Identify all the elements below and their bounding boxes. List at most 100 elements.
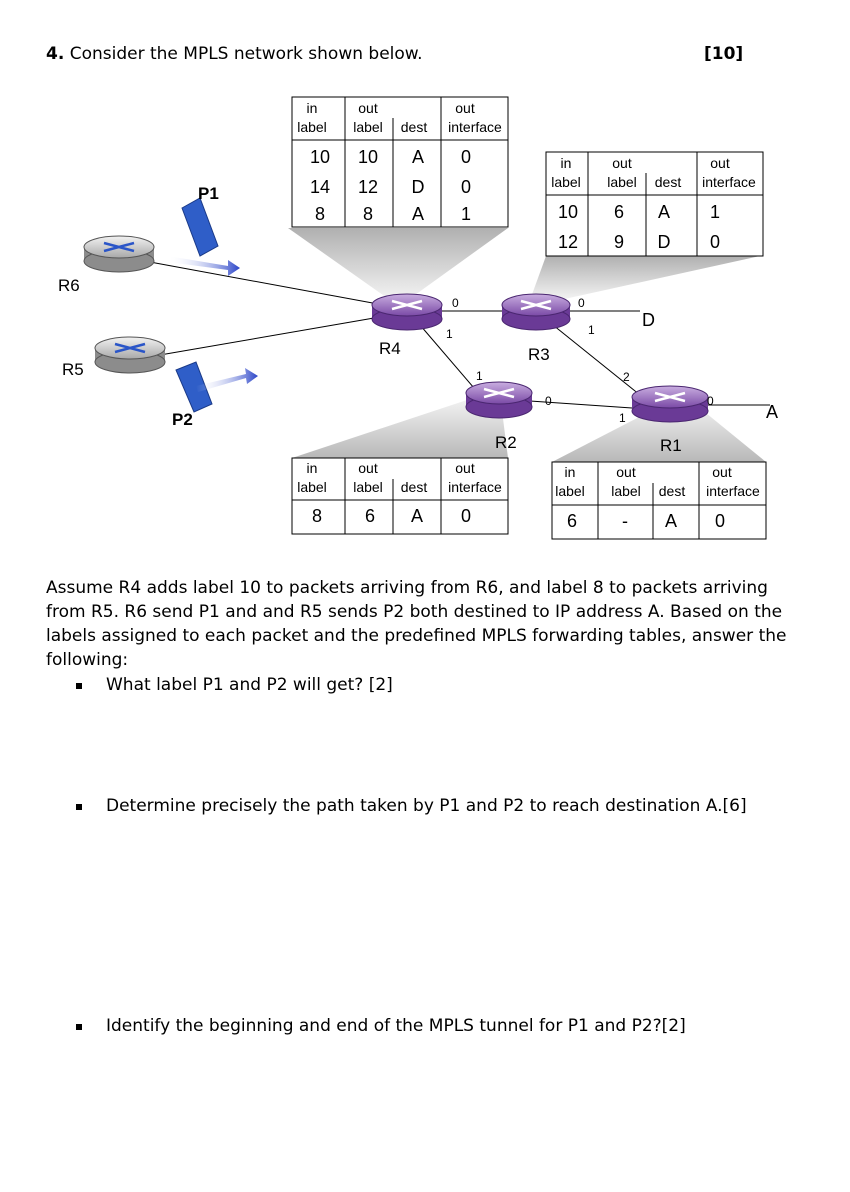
question-marks: [10] (704, 44, 744, 64)
r4-forwarding-table: in label out label dest out interface 10… (291, 96, 509, 228)
r4-row1-out-label: 10 (358, 147, 378, 167)
r3-row2-out-interface: 0 (710, 232, 720, 252)
r2-row1-in-label: 8 (312, 506, 322, 526)
router-r3-icon (501, 293, 571, 331)
r3-interface-0: 0 (578, 296, 585, 310)
r4-row2-in-label: 14 (310, 177, 330, 197)
r4-row1-in-label: 10 (310, 147, 330, 167)
bullet-square-icon (76, 683, 82, 689)
r3-row2-in-label: 12 (558, 232, 578, 252)
r4-interface-1: 1 (446, 327, 453, 341)
bullet-question-3-text: Identify the beginning and end of the MP… (106, 1016, 686, 1036)
r1-header-in-label: label (555, 483, 585, 499)
r4-row2-out-interface: 0 (461, 177, 471, 197)
r2-header-in-label: label (297, 479, 327, 495)
r1-header-in: in (565, 464, 576, 480)
r2-header-out-label-top: out (358, 460, 378, 476)
bullet-question-1-text: What label P1 and P2 will get? [2] (106, 675, 393, 695)
r3-header-in: in (561, 155, 572, 171)
r1-row1-in-label: 6 (567, 511, 577, 531)
r2-row1-dest: A (411, 506, 423, 526)
router-r1-label: R1 (660, 436, 682, 455)
r2-row1-out-label: 6 (365, 506, 375, 526)
r3-header-interface: interface (702, 174, 756, 190)
r1-header-out-label: label (611, 483, 641, 499)
router-r6-icon (83, 235, 155, 273)
router-r2-label: R2 (495, 433, 517, 452)
r4-header-interface: interface (448, 119, 502, 135)
r1-header-out-interface-top: out (712, 464, 732, 480)
router-r2-icon (465, 381, 533, 419)
r4-header-out-interface-top: out (455, 100, 475, 116)
r3-header-in-label: label (551, 174, 581, 190)
r2-forwarding-table: in label out label dest out interface 8 … (291, 457, 509, 535)
r3-row1-dest: A (658, 202, 670, 222)
router-r5-icon (94, 336, 166, 374)
r4-header-out-label-top: out (358, 100, 378, 116)
r3-row2-dest: D (658, 232, 671, 252)
r3-header-out-label-top: out (612, 155, 632, 171)
router-r6-label: R6 (58, 276, 80, 295)
r4-row3-dest: A (412, 204, 424, 224)
r4-table-funnel (288, 228, 508, 300)
r4-header-in-label: label (297, 119, 327, 135)
packet-p2 (175, 361, 258, 413)
question-title: Consider the MPLS network shown below. (69, 44, 423, 64)
r1-table-funnel (552, 400, 766, 462)
packet-p1 (168, 197, 240, 276)
network-links (149, 261, 770, 409)
r3-row1-in-label: 10 (558, 202, 578, 222)
r4-row3-out-interface: 1 (461, 204, 471, 224)
question-paragraph: Assume R4 adds label 10 to packets arriv… (46, 578, 787, 670)
r1-interface-2: 2 (623, 370, 630, 384)
bullet-question-2-text: Determine precisely the path taken by P1… (106, 796, 747, 816)
bullet-square-icon (76, 1024, 82, 1030)
router-r4-icon (371, 293, 443, 331)
r4-header-in: in (307, 100, 318, 116)
r3-interface-1: 1 (588, 323, 595, 337)
r2-header-dest: dest (401, 479, 428, 495)
r1-interface-1: 1 (619, 411, 626, 425)
r4-header-out-label: label (353, 119, 383, 135)
r2-header-out-label: label (353, 479, 383, 495)
r2-header-interface: interface (448, 479, 502, 495)
r4-row2-dest: D (412, 177, 425, 197)
r4-interface-0: 0 (452, 296, 459, 310)
r4-row2-out-label: 12 (358, 177, 378, 197)
r3-header-out-interface-top: out (710, 155, 730, 171)
question-heading: 4. Consider the MPLS network shown below… (46, 44, 423, 64)
r1-row1-dest: A (665, 511, 677, 531)
r1-interface-0: 0 (707, 394, 714, 408)
router-r5-label: R5 (62, 360, 84, 379)
packet-p1-label: P1 (198, 184, 219, 203)
router-r4-label: R4 (379, 339, 401, 358)
router-r3-label: R3 (528, 345, 550, 364)
r4-row1-out-interface: 0 (461, 147, 471, 167)
router-r1-icon (631, 385, 709, 423)
r4-header-dest: dest (401, 119, 428, 135)
r1-header-out-label-top: out (616, 464, 636, 480)
r3-header-dest: dest (655, 174, 682, 190)
r2-row1-out-interface: 0 (461, 506, 471, 526)
r2-interface-1: 1 (476, 369, 483, 383)
r1-header-interface: interface (706, 483, 760, 499)
mpls-network-diagram: R6 R5 R4 R3 R2 R1 P1 P2 D A 0 1 0 1 1 0 … (58, 96, 778, 540)
r3-row1-out-label: 6 (614, 202, 624, 222)
r2-header-out-interface-top: out (455, 460, 475, 476)
r1-forwarding-table: in label out label dest out interface 6 … (551, 461, 767, 540)
r3-row1-out-interface: 1 (710, 202, 720, 222)
question-number: 4. (46, 44, 65, 64)
r3-table-funnel (530, 256, 760, 300)
packet-p2-label: P2 (172, 410, 193, 429)
r4-row3-out-label: 8 (363, 204, 373, 224)
destination-d-label: D (642, 310, 655, 330)
r3-header-out-label: label (607, 174, 637, 190)
destination-a-label: A (766, 402, 778, 422)
r1-row1-out-interface: 0 (715, 511, 725, 531)
r1-row1-out-label: - (622, 511, 628, 531)
r3-row2-out-label: 9 (614, 232, 624, 252)
r4-row1-dest: A (412, 147, 424, 167)
r2-table-funnel (292, 395, 508, 458)
r4-row3-in-label: 8 (315, 204, 325, 224)
r3-forwarding-table: in label out label dest out interface 10… (545, 151, 764, 257)
